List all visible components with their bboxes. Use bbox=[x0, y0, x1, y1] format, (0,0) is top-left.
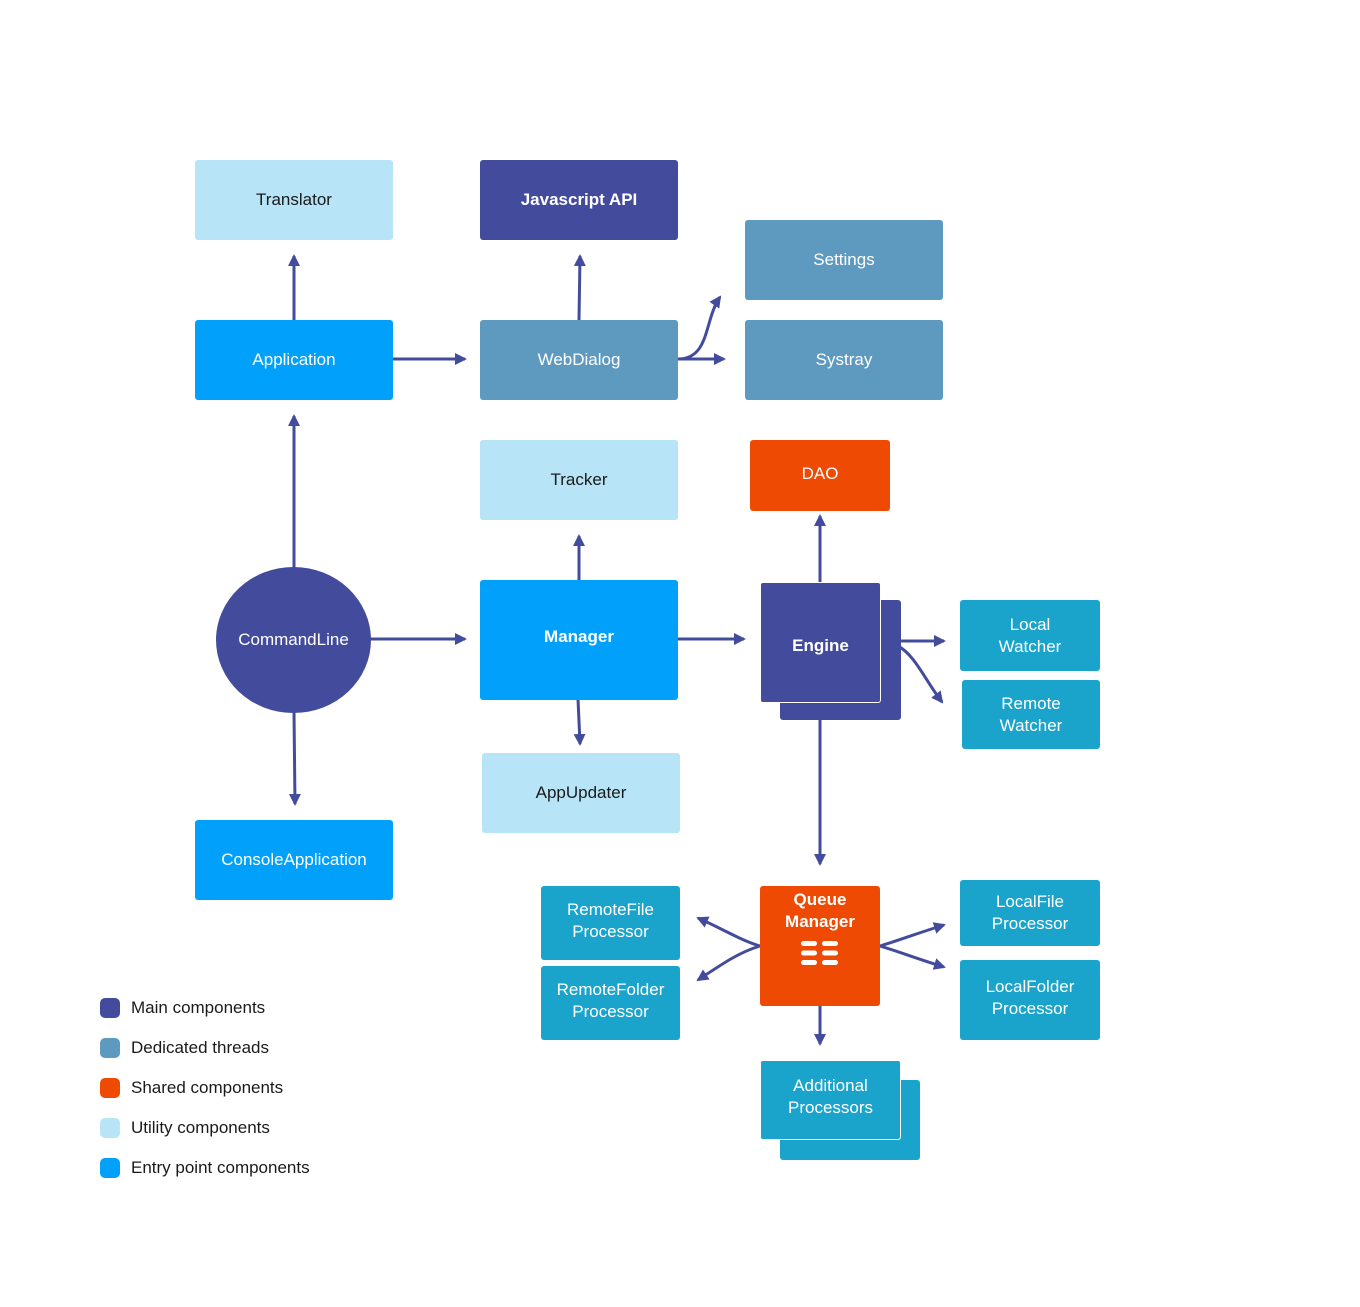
edge-engine-remotewatcher bbox=[897, 644, 944, 704]
queue-icon bbox=[801, 941, 838, 965]
legend-item-entry: Entry point components bbox=[100, 1157, 310, 1179]
edge-manager-appupdater bbox=[573, 698, 586, 746]
legend-label: Shared components bbox=[131, 1078, 284, 1097]
javascript-api-node: Javascript API bbox=[480, 160, 678, 240]
application-node: Application bbox=[195, 320, 393, 400]
edge-queuemanager-localfolderprocessor bbox=[879, 944, 946, 970]
queue-manager-label: Queue Manager bbox=[785, 890, 855, 931]
remote-folder-processor-node: RemoteFolder Processor bbox=[541, 966, 680, 1040]
edge-commandline-consoleapplication bbox=[288, 711, 301, 806]
legend-swatch-utility bbox=[100, 1118, 120, 1138]
remote-file-processor-node: RemoteFile Processor bbox=[541, 886, 680, 960]
local-folder-processor-node: LocalFolder Processor bbox=[960, 960, 1100, 1040]
legend-swatch-entry bbox=[100, 1158, 120, 1178]
engine-node: Engine bbox=[760, 582, 881, 703]
additional-processors-node: Additional Processors bbox=[760, 1060, 901, 1140]
legend-item-main: Main components bbox=[100, 997, 265, 1019]
legend-label: Dedicated threads bbox=[131, 1038, 269, 1057]
queue-manager-node: Queue Manager bbox=[760, 886, 880, 1006]
legend-swatch-main bbox=[100, 998, 120, 1018]
local-watcher-node: Local Watcher bbox=[960, 600, 1100, 671]
legend-item-shared: Shared components bbox=[100, 1077, 283, 1099]
legend-label: Main components bbox=[131, 998, 266, 1017]
systray-node: Systray bbox=[745, 320, 943, 400]
edge-queuemanager-remotefileprocessor bbox=[696, 916, 761, 948]
remote-watcher-node: Remote Watcher bbox=[962, 680, 1100, 749]
edge-queuemanager-localfileprocessor bbox=[879, 922, 946, 948]
dao-node: DAO bbox=[750, 440, 890, 511]
legend-swatch-dedicated bbox=[100, 1038, 120, 1058]
local-file-processor-node: LocalFile Processor bbox=[960, 880, 1100, 946]
edge-webdialog-javascriptapi bbox=[573, 254, 586, 321]
edge-queuemanager-remotefolderprocessor bbox=[696, 944, 761, 982]
legend-label: Utility components bbox=[131, 1118, 270, 1137]
legend-swatch-shared bbox=[100, 1078, 120, 1098]
translator-node: Translator bbox=[195, 160, 393, 240]
appupdater-node: AppUpdater bbox=[482, 753, 680, 833]
legend-item-dedicated: Dedicated threads bbox=[100, 1037, 269, 1059]
commandline-node: CommandLine bbox=[216, 567, 371, 713]
webdialog-node: WebDialog bbox=[480, 320, 678, 400]
legend-label: Entry point components bbox=[131, 1158, 310, 1177]
console-application-node: ConsoleApplication bbox=[195, 820, 393, 900]
legend-item-utility: Utility components bbox=[100, 1117, 270, 1139]
tracker-node: Tracker bbox=[480, 440, 678, 520]
edge-webdialog-settings bbox=[677, 295, 722, 361]
settings-node: Settings bbox=[745, 220, 943, 300]
manager-node: Manager bbox=[480, 580, 678, 700]
